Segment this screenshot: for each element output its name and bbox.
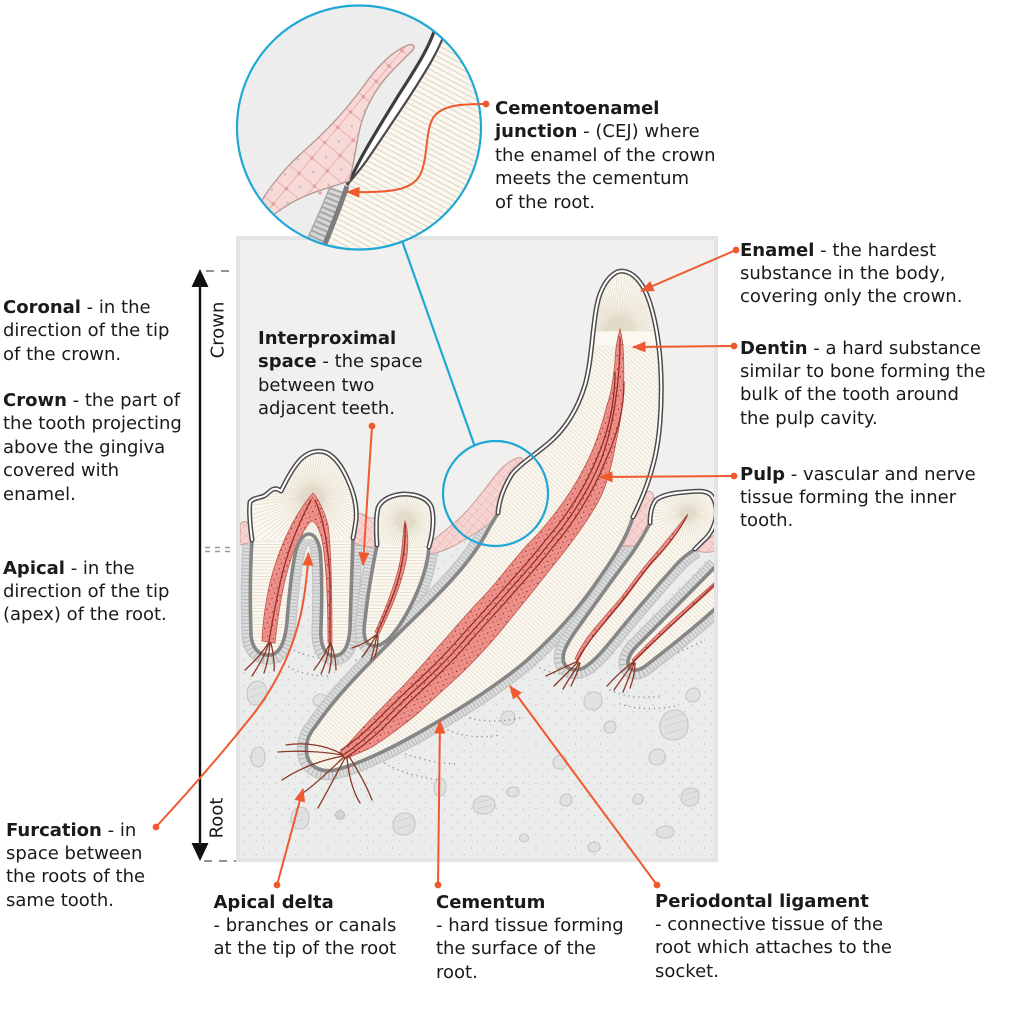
label-apical-delta: Apical delta - branches or canals at the… <box>214 891 397 961</box>
canine-pulp-vessels <box>340 337 625 759</box>
premolar-tooth <box>362 491 436 648</box>
label-furcation-description: - in space between the roots of the same… <box>6 819 146 911</box>
label-periodontal-ligament-description: - connective tissue of the root which at… <box>655 913 892 982</box>
label-cementoenamel-junction-description: - (CEJ) where the enamel of the crown me… <box>495 121 716 213</box>
label-coronal: Coronal - in the direction of the tip of… <box>3 296 169 366</box>
far-right-root-pulp-vessel <box>632 584 714 663</box>
callout-pulp <box>599 471 738 483</box>
magnified-gingiva <box>249 43 415 234</box>
label-coronal-term: Coronal <box>3 297 81 318</box>
axis-arrow-up-icon <box>191 269 209 287</box>
label-pulp-description: - vascular and nerve tissue forming the … <box>740 463 976 532</box>
premolar-enamel-layer <box>375 493 435 548</box>
bone-stone <box>680 787 700 807</box>
callout-enamel <box>640 246 740 292</box>
bone-stone <box>648 748 666 766</box>
label-dentin: Dentin - a hard substance similar to bon… <box>740 337 986 431</box>
bone-stone <box>335 810 345 820</box>
label-cementum-term: Cementum <box>436 891 546 913</box>
label-periodontal-ligament-term: Periodontal ligament <box>655 890 869 912</box>
bone-stone <box>500 710 516 726</box>
far-right-root-cementum <box>626 565 714 672</box>
right-tooth <box>561 488 714 672</box>
label-apical-term: Apical <box>3 557 65 579</box>
bone-stone <box>559 793 573 807</box>
label-interproximal-space-term: Interproximal space <box>258 328 397 373</box>
label-enamel-description: - the hardest substance in the body, cov… <box>740 239 963 308</box>
crown-axis-label: Crown <box>208 302 229 359</box>
far-right-root-apical-delta <box>606 661 636 693</box>
label-furcation-term: Furcation <box>6 819 102 841</box>
bone-stone <box>603 720 617 734</box>
premolar-cementum <box>362 544 431 648</box>
label-enamel-term: Enamel <box>740 239 815 261</box>
label-interproximal-space-description: - the space between two adjacent teeth. <box>258 351 423 420</box>
label-pulp-term: Pulp <box>740 463 786 485</box>
callout-cementum <box>434 720 446 889</box>
label-dentin-description: - a hard substance similar to bone formi… <box>740 337 986 429</box>
magnifier-connector-line <box>401 241 476 446</box>
bone-stone <box>632 793 644 805</box>
callout-dentin <box>632 341 738 353</box>
bone-stone <box>392 812 416 836</box>
label-apical: Apical - in the direction of the tip (ap… <box>3 557 169 627</box>
bone-stone <box>587 841 601 853</box>
premolar-pulp-vessel <box>376 523 406 634</box>
canine-cementum <box>304 512 635 773</box>
callout-periodontal-ligament <box>509 685 661 889</box>
molar-enamel-layer <box>248 450 358 541</box>
canine-dentin <box>306 271 662 771</box>
callout-apical-delta <box>273 788 306 889</box>
callout-interproximal-space <box>358 422 376 566</box>
bone-stone <box>659 709 689 741</box>
stipple-row <box>659 639 706 661</box>
right-tooth-cementum <box>561 522 697 672</box>
label-enamel: Enamel - the hardest substance in the bo… <box>740 239 962 309</box>
label-dentin-term: Dentin <box>740 337 808 359</box>
bone-stone <box>506 786 520 798</box>
label-cementoenamel-junction-term: Cementoenamel junction <box>495 98 660 143</box>
right-tooth-enamel-layer <box>649 490 714 550</box>
bone-stone <box>583 691 603 711</box>
label-periodontal-ligament: Periodontal ligament - connective tissue… <box>655 890 892 984</box>
magnifier-focus-circle <box>441 439 550 548</box>
callout-furcation <box>152 552 314 831</box>
bone-stone <box>685 687 701 703</box>
premolar-apical-delta <box>351 633 379 661</box>
label-crown-description: - the part of the tooth projecting above… <box>3 390 182 505</box>
label-apical-description: - in the direction of the tip (apex) of … <box>3 557 170 626</box>
callout-lines <box>152 100 740 889</box>
bone-stone <box>655 825 675 839</box>
label-cementum: Cementum - hard tissue forming the surfa… <box>436 891 624 985</box>
label-apical-delta-term: Apical delta <box>213 891 334 913</box>
label-furcation: Furcation - in space between the roots o… <box>6 819 145 913</box>
bone-stone <box>250 746 266 768</box>
root-axis-label: Root <box>207 798 228 839</box>
canine-tooth <box>304 268 664 773</box>
bone-stone <box>472 795 496 815</box>
right-tooth-apical-delta <box>545 660 581 690</box>
label-crown-term: Crown <box>3 390 67 411</box>
callout-cementoenamel-junction <box>346 100 490 198</box>
bone-stone <box>518 833 530 843</box>
right-tooth-pulp-vessel <box>576 515 688 662</box>
label-cementoenamel-junction: Cementoenamel junction - (CEJ) where the… <box>495 97 715 214</box>
stipple-row <box>447 729 501 738</box>
label-apical-delta-description: - branches or canals at the tip of the r… <box>213 914 397 960</box>
magnified-cell-dot <box>318 191 322 195</box>
canine-pulp <box>338 327 625 760</box>
label-interproximal-space: Interproximal space - the space between … <box>258 327 423 421</box>
label-pulp: Pulp - vascular and nerve tissue forming… <box>740 463 976 533</box>
far-right-tooth-root <box>626 565 714 672</box>
apical-delta-branches <box>244 633 636 809</box>
label-cementum-description: - hard tissue forming the surface of the… <box>436 914 624 983</box>
label-crown: Crown - the part of the tooth projecting… <box>3 389 182 506</box>
magnified-periodontal-ligament-fibers <box>300 187 346 249</box>
label-coronal-description: - in the direction of the tip of the cro… <box>3 297 170 365</box>
canine-enamel-layer <box>497 270 663 518</box>
axis-arrow-down-icon <box>191 843 209 861</box>
